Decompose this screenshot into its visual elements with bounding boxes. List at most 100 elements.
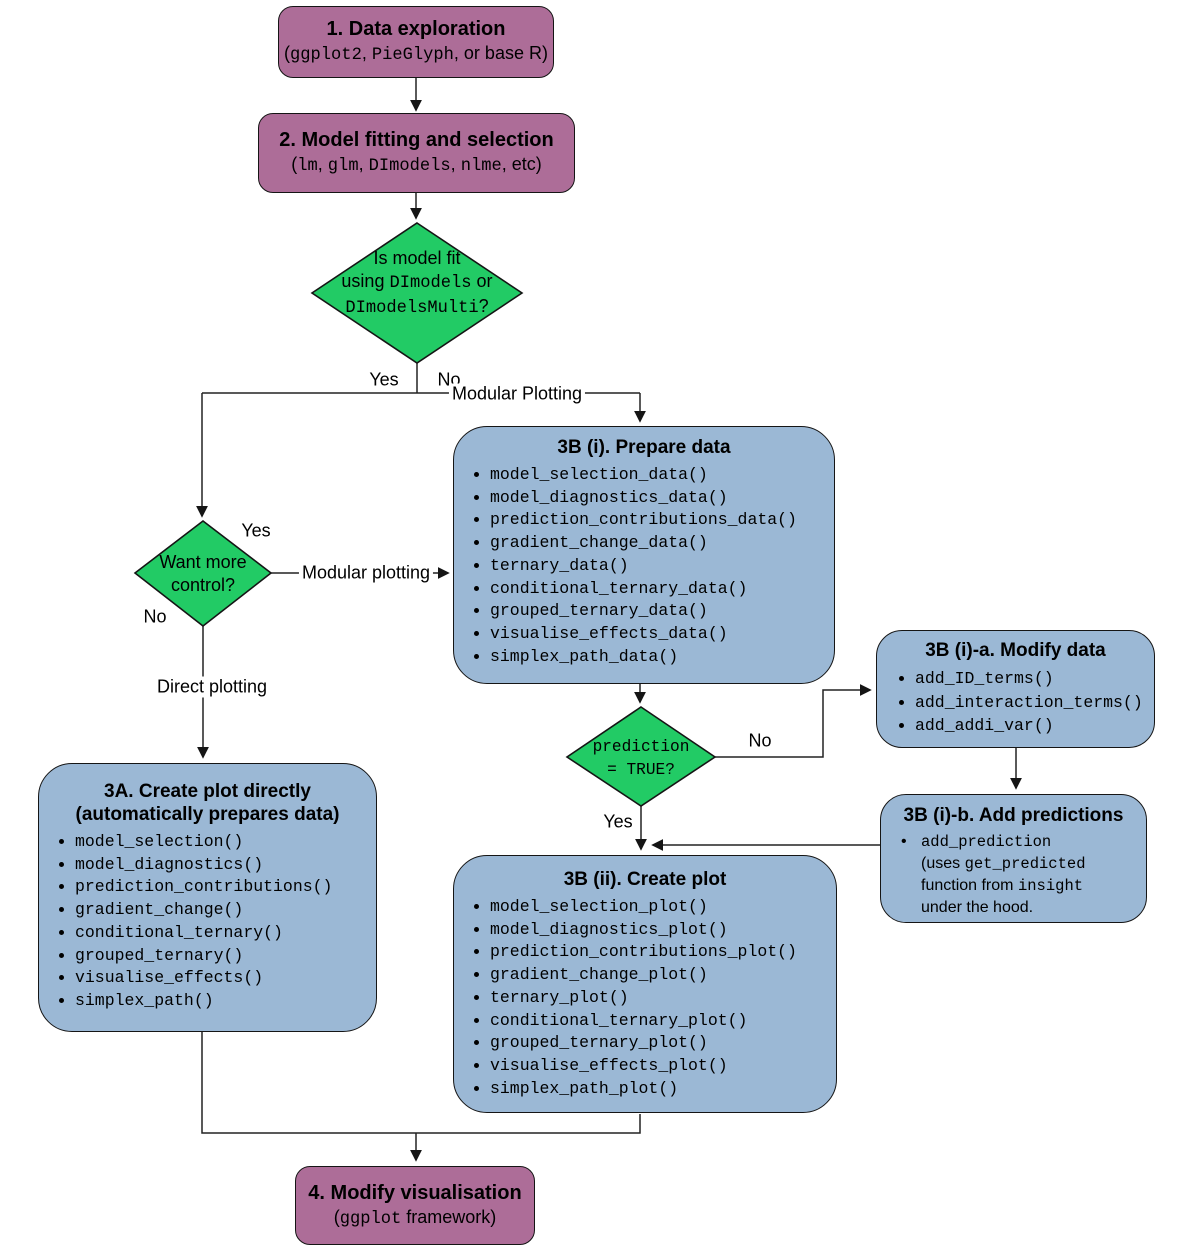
text-line: prediction xyxy=(569,736,713,759)
step3bib-add-predictions-box: 3B (i)-b. Add predictions • add_predicti… xyxy=(880,794,1147,923)
plain-text: framework) xyxy=(401,1206,497,1227)
function-item: ternary_data() xyxy=(490,555,826,578)
function-item: add_interaction_terms() xyxy=(915,691,1148,715)
plain-text: , etc) xyxy=(501,154,542,174)
code-text: insight xyxy=(1017,877,1084,895)
plain-text: , xyxy=(317,154,328,174)
function-item: visualise_effects() xyxy=(75,967,368,990)
function-item: gradient_change_plot() xyxy=(490,964,828,987)
function-item: conditional_ternary() xyxy=(75,922,368,945)
step3bi-prepare-data-box: 3B (i). Prepare data model_selection_dat… xyxy=(453,426,835,684)
plain-text: ( xyxy=(291,154,298,174)
plain-text: , xyxy=(361,43,372,63)
step3a-create-plot-box: 3A. Create plot directly (automatically … xyxy=(38,763,377,1032)
function-item: prediction_contributions() xyxy=(75,876,368,899)
step3bia-title: 3B (i)-a. Modify data xyxy=(925,640,1106,661)
code-text: prediction xyxy=(592,738,690,756)
code-text: lm xyxy=(297,157,318,176)
step3bi-title: 3B (i). Prepare data xyxy=(557,437,731,458)
step3bii-create-plot-box: 3B (ii). Create plot model_selection_plo… xyxy=(453,855,837,1113)
code-text: ggplot xyxy=(339,1209,402,1229)
plain-text: using xyxy=(341,271,390,291)
label-d2-modular-plotting: Modular plotting xyxy=(298,562,434,584)
step2-title: 2. Model fitting and selection xyxy=(279,129,554,151)
plain-text: Want more xyxy=(159,552,247,572)
plain-text: Is model fit xyxy=(373,248,461,268)
code-text: get_predicted xyxy=(964,855,1086,873)
text-line: add_prediction xyxy=(921,831,1086,853)
function-item: grouped_ternary() xyxy=(75,945,368,968)
plain-text: function from xyxy=(921,877,1018,894)
plain-text: , xyxy=(450,154,461,174)
function-item: gradient_change_data() xyxy=(490,532,826,555)
plain-text: under the hood. xyxy=(921,899,1034,916)
code-text: DImodelsMulti xyxy=(345,299,479,318)
code-text: ggplot2 xyxy=(290,46,362,65)
step3bii-title: 3B (ii). Create plot xyxy=(563,869,727,890)
function-item: prediction_contributions_plot() xyxy=(490,941,828,964)
label-direct-plotting: Direct plotting xyxy=(153,676,271,698)
function-item: model_selection_data() xyxy=(490,464,826,487)
function-item: simplex_path() xyxy=(75,990,368,1013)
text-line: DImodelsMulti? xyxy=(307,295,527,320)
decision-diamond-want-control xyxy=(133,519,273,628)
function-item: add_ID_terms() xyxy=(915,667,1148,691)
function-item: ternary_plot() xyxy=(490,987,828,1010)
step4-title: 4. Modify visualisation xyxy=(308,1181,522,1204)
code-text: DImodels xyxy=(368,157,451,176)
code-text: nlme xyxy=(460,157,502,176)
function-item: model_selection_plot() xyxy=(490,896,828,919)
step4-modify-visualisation-box: 4. Modify visualisation (ggplot framewor… xyxy=(295,1166,535,1245)
plain-text: ? xyxy=(478,296,489,316)
function-item: grouped_ternary_data() xyxy=(490,600,826,623)
plain-text: ( xyxy=(333,1206,340,1227)
function-item: conditional_ternary_data() xyxy=(490,578,826,601)
function-item: prediction_contributions_data() xyxy=(490,509,826,532)
label-d3-no: No xyxy=(748,730,772,751)
text-line: using DImodels or xyxy=(307,270,527,295)
function-item: grouped_ternary_plot() xyxy=(490,1032,828,1055)
function-item: add_addi_var() xyxy=(915,714,1148,738)
step3bia-function-list: add_ID_terms()add_interaction_terms()add… xyxy=(883,667,1148,738)
step4-subtitle: (ggplot framework) xyxy=(296,1206,534,1231)
function-item: visualise_effects_plot() xyxy=(490,1055,828,1078)
code-text: DImodels xyxy=(389,274,472,293)
text-line: function from insight xyxy=(921,875,1086,897)
bullet-dot: • xyxy=(901,833,907,850)
plain-text: or xyxy=(471,271,493,291)
edge-merge-bottom xyxy=(201,1032,641,1134)
function-item: model_selection() xyxy=(75,831,368,854)
step2-subtitle: (lm, glm, DImodels, nlme, etc) xyxy=(259,153,574,178)
text-line: (uses get_predicted xyxy=(921,853,1086,875)
step3bi-function-list: model_selection_data()model_diagnostics_… xyxy=(462,464,826,668)
text-line: control? xyxy=(133,574,273,597)
label-modular-plotting-top: Modular Plotting xyxy=(448,383,586,405)
function-item: simplex_path_plot() xyxy=(490,1078,828,1101)
label-d2-yes: Yes xyxy=(241,520,271,541)
text-line: Is model fit xyxy=(307,247,527,270)
plain-text: ( xyxy=(284,43,291,63)
code-text: PieGlyph xyxy=(371,46,454,65)
step3bib-title: 3B (i)-b. Add predictions xyxy=(903,805,1124,826)
function-item: simplex_path_data() xyxy=(490,646,826,669)
decision-diamond-prediction xyxy=(565,706,717,807)
text-line: Want more xyxy=(133,551,273,574)
code-text: = TRUE? xyxy=(607,761,675,779)
plain-text: , xyxy=(358,154,369,174)
step1-data-exploration-box: 1. Data exploration (ggplot2, PieGlyph, … xyxy=(278,6,554,78)
edge-d3-no-to-3bia xyxy=(715,684,872,758)
function-item: model_diagnostics_plot() xyxy=(490,919,828,942)
step3a-function-list: model_selection()model_diagnostics()pred… xyxy=(47,831,368,1013)
step1-subtitle: (ggplot2, PieGlyph, or base R) xyxy=(279,42,553,67)
step1-title: 1. Data exploration xyxy=(326,18,506,40)
function-item: model_diagnostics_data() xyxy=(490,487,826,510)
function-item: visualise_effects_data() xyxy=(490,623,826,646)
step3a-title-line2: (automatically prepares data) xyxy=(75,804,340,825)
decision-diamond-model-fit xyxy=(310,222,524,364)
step2-model-fitting-box: 2. Model fitting and selection (lm, glm,… xyxy=(258,113,575,193)
